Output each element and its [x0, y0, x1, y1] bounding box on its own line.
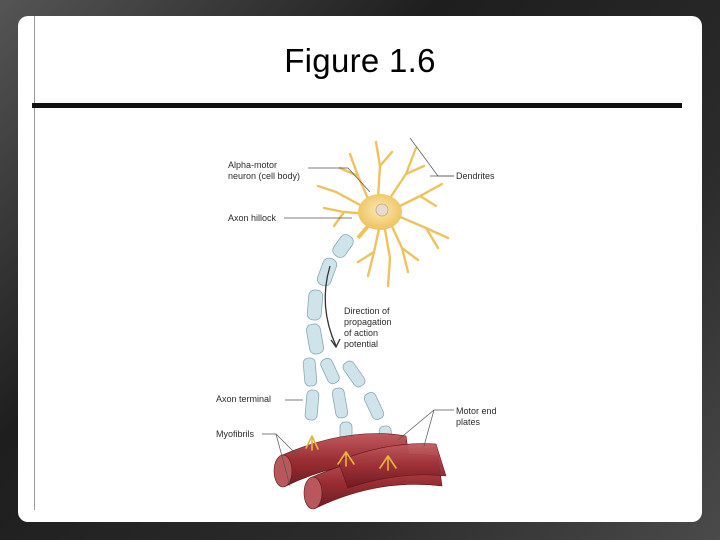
label-direction-2: propagation	[344, 317, 392, 327]
motor-neuron-diagram: Alpha-motor neuron (cell body) Axon hill…	[18, 16, 702, 522]
label-direction-3: of action	[344, 328, 378, 338]
muscle-fibers	[274, 434, 446, 510]
label-motor-end-2: plates	[456, 417, 481, 427]
label-alpha-motor-1: Alpha-motor	[228, 160, 277, 170]
label-motor-end-1: Motor end	[456, 406, 497, 416]
propagation-arrowhead	[331, 339, 340, 347]
label-myofibrils: Myofibrils	[216, 429, 255, 439]
nucleus	[376, 204, 388, 216]
label-alpha-motor-2: neuron (cell body)	[228, 171, 300, 181]
label-axon-hillock: Axon hillock	[228, 213, 277, 223]
label-direction-1: Direction of	[344, 306, 390, 316]
label-direction-4: potential	[344, 339, 378, 349]
slide-canvas: Figure 1.6	[18, 16, 702, 522]
label-dendrites: Dendrites	[456, 171, 495, 181]
label-axon-terminal: Axon terminal	[216, 394, 271, 404]
axon-hillock	[358, 226, 368, 238]
